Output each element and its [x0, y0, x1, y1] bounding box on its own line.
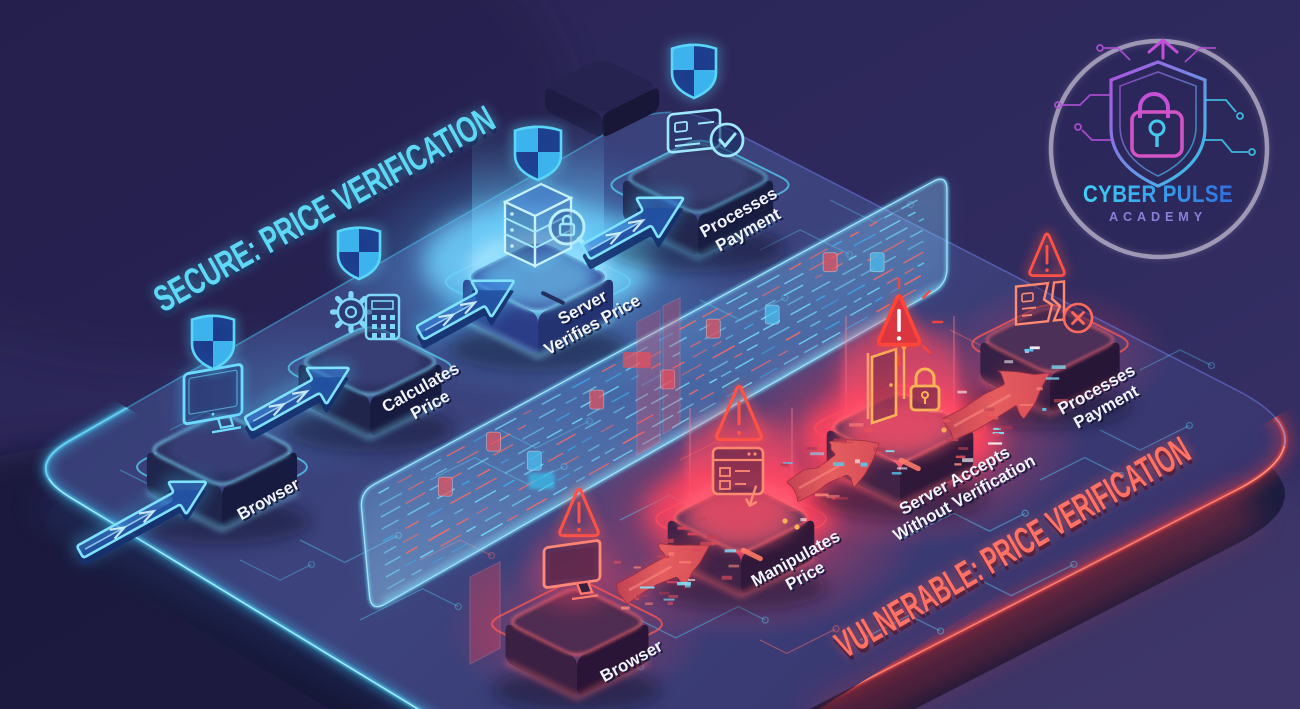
svg-text:CYBER PULSE: CYBER PULSE — [1083, 181, 1233, 208]
svg-text:ACADEMY: ACADEMY — [1109, 209, 1207, 224]
